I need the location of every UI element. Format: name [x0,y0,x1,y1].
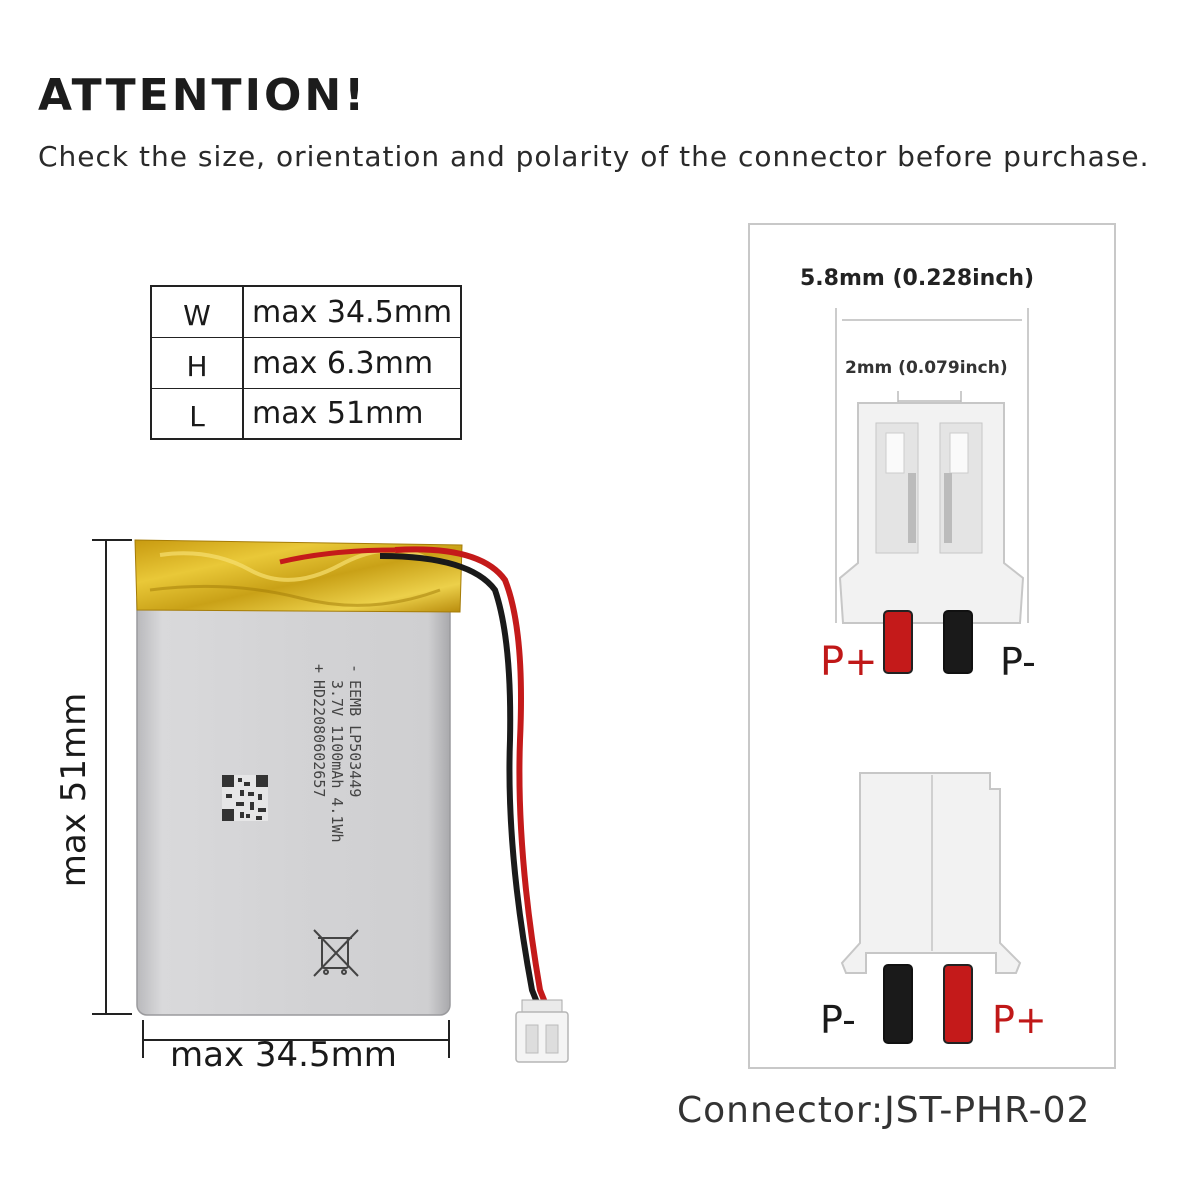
label-minus: - [346,664,364,673]
spec-row-length: L max 51mm [152,389,460,438]
qr-code [222,775,268,821]
disposal-icon [313,929,359,977]
spec-key: W [152,287,244,337]
width-dimension-line [142,1020,450,1058]
connector-pitch-label: 2mm (0.079inch) [845,358,1008,378]
top-right-polarity: P- [1000,640,1036,684]
spec-value: max 51mm [252,396,424,431]
label-plus: + [310,664,328,673]
spec-value: max 34.5mm [252,294,453,330]
black-wire [379,553,543,1012]
connector-panel [748,223,1116,1069]
spec-value: max 6.3mm [252,345,434,381]
jst-plug [515,999,569,1063]
red-wire [394,546,551,1012]
page-title: ATTENTION! [38,70,368,121]
battery-body [136,589,451,1016]
label-line-2: 3.7V 1100mAh 4.1Wh [328,680,346,843]
bottom-right-polarity: P+ [992,998,1047,1042]
connector-type-label: Connector:JST-PHR-02 [677,1090,1091,1131]
spec-key: H [152,338,244,388]
label-line-1: EEMB LP503449 [346,680,364,797]
bottom-left-polarity: P- [820,998,856,1042]
height-dimension-line [92,539,132,1015]
spec-key: L [152,389,244,438]
page-subtitle: Check the size, orientation and polarity… [38,140,1150,173]
spec-row-height: H max 6.3mm [152,338,460,389]
connector-bottom-view: P- P+ [820,772,1047,1044]
width-dimension-label: max 34.5mm [170,1035,397,1075]
connector-diagrams: P+ P- P- P+ [820,308,1047,1044]
height-dimension-label: max 51mm [54,692,94,888]
spec-row-width: W max 34.5mm [152,287,460,338]
top-left-polarity: P+ [820,639,878,685]
battery-printed-label: EEMB LP503449 3.7V 1100mAh 4.1Wh HD22080… [310,664,364,843]
label-line-3: HD22080602657 [310,680,328,797]
connector-top-view: P+ P- [820,402,1036,685]
spec-table: W max 34.5mm H max 6.3mm L max 51mm [150,285,462,440]
connector-width-label: 5.8mm (0.228inch) [800,266,1035,291]
battery-illustration: EEMB LP503449 3.7V 1100mAh 4.1Wh HD22080… [92,539,569,1063]
